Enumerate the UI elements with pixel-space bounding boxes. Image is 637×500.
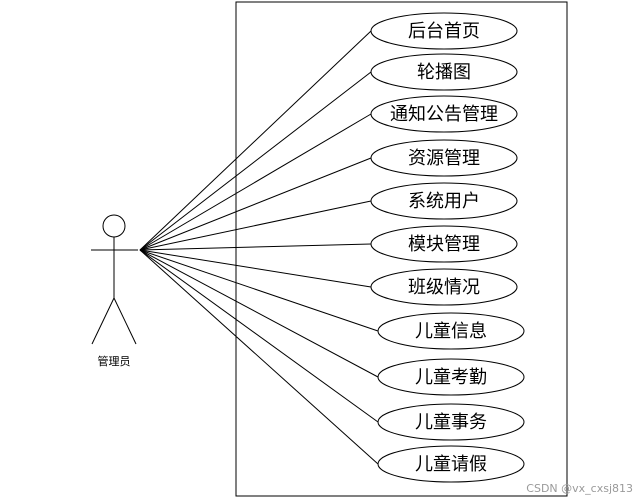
use-case-ellipse — [370, 182, 518, 220]
watermark: CSDN @vx_cxsj813 — [526, 482, 633, 495]
use-case-label: 模块管理 — [408, 234, 480, 255]
association-line — [139, 157, 372, 251]
use-case-label: 通知公告管理 — [390, 104, 498, 125]
association-line — [139, 249, 379, 332]
association-line — [139, 71, 372, 251]
actor-head — [102, 214, 126, 238]
association-line — [139, 249, 379, 423]
use-case-ellipse — [370, 268, 518, 306]
association-line — [139, 249, 372, 288]
association-line — [139, 249, 379, 465]
association-lines — [139, 30, 379, 465]
use-case-label: 儿童事务 — [415, 412, 487, 433]
association-line — [139, 249, 379, 378]
use-case: 通知公告管理 — [370, 95, 518, 133]
use-case-ellipse — [377, 358, 525, 396]
actor-label: 管理员 — [98, 354, 131, 368]
use-case-ellipse — [370, 53, 518, 91]
use-case-ellipse — [377, 312, 525, 350]
association-line — [139, 30, 372, 251]
actor-left-leg — [91, 297, 115, 345]
use-case-label: 后台首页 — [408, 21, 480, 42]
use-case: 儿童考勤 — [377, 358, 525, 396]
association-line — [139, 243, 372, 251]
use-case: 后台首页 — [370, 12, 518, 50]
use-case-label: 班级情况 — [408, 277, 480, 298]
use-case-label: 系统用户 — [408, 191, 480, 212]
use-case-label: 儿童考勤 — [415, 367, 487, 388]
use-case: 儿童信息 — [377, 312, 525, 350]
use-case: 资源管理 — [370, 139, 518, 177]
use-cases: 后台首页轮播图通知公告管理资源管理系统用户模块管理班级情况儿童信息儿童考勤儿童事… — [370, 12, 525, 483]
use-case-label: 轮播图 — [417, 62, 471, 83]
use-case-ellipse — [370, 95, 518, 133]
use-case-ellipse — [370, 12, 518, 50]
use-case-ellipse — [377, 445, 525, 483]
use-case: 班级情况 — [370, 268, 518, 306]
actor-right-leg — [113, 297, 137, 345]
association-line — [139, 200, 372, 251]
use-case: 模块管理 — [370, 225, 518, 263]
use-case-ellipse — [377, 403, 525, 441]
use-case-ellipse — [370, 225, 518, 263]
association-line — [139, 113, 372, 251]
use-case-label: 儿童信息 — [415, 321, 487, 342]
use-case: 轮播图 — [370, 53, 518, 91]
system-boundary — [235, 1, 568, 497]
use-case-label: 儿童请假 — [415, 454, 487, 475]
use-case: 系统用户 — [370, 182, 518, 220]
actor-figure — [91, 214, 138, 345]
use-case: 儿童请假 — [377, 445, 525, 483]
use-case: 儿童事务 — [377, 403, 525, 441]
use-case-ellipse — [370, 139, 518, 177]
use-case-label: 资源管理 — [408, 148, 480, 169]
